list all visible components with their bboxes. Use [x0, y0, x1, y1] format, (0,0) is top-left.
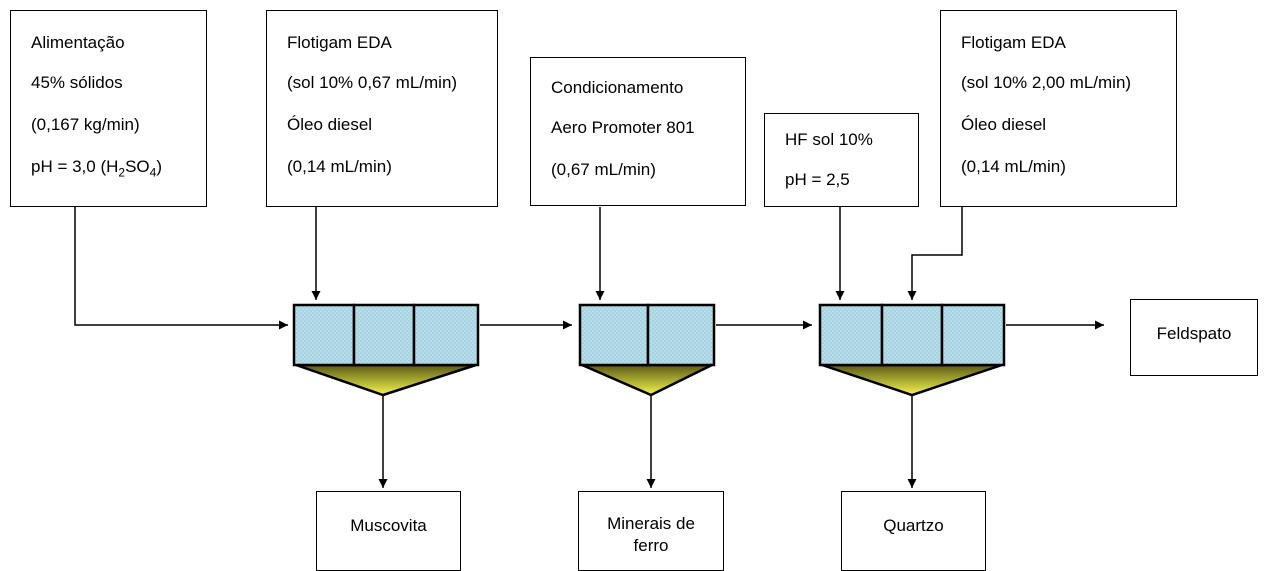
- conditioning-box: Condicionamento Aero Promoter 801 (0,67 …: [530, 57, 746, 206]
- conditioning-reagent: Aero Promoter 801: [551, 118, 695, 137]
- flotation-bank-2: [578, 303, 716, 397]
- feed-rate: (0,167 kg/min): [31, 115, 140, 134]
- reagent1-collector-rate: (sol 10% 0,67 mL/min): [287, 73, 458, 92]
- feed-line: [74, 207, 288, 330]
- hf-box: HF sol 10% pH = 2,5: [764, 113, 919, 207]
- iron-minerals-box: Minerais de ferro: [578, 491, 724, 571]
- conditioning-label: Condicionamento: [551, 78, 684, 97]
- feed-solids: 45% sólidos: [31, 73, 123, 92]
- flotation-bank-1: [292, 303, 480, 397]
- reagent2-oil: Óleo diesel: [961, 115, 1047, 134]
- reagent2-collector: Flotigam EDA: [961, 33, 1066, 52]
- reagent1-collector: Flotigam EDA: [287, 33, 392, 52]
- quartzo-label: Quartzo: [883, 516, 944, 535]
- reagent2-arrow: [907, 207, 963, 300]
- reagent1-oil-rate: (0,14 mL/min): [287, 157, 392, 176]
- reagent2-collector-rate: (sol 10% 2,00 mL/min): [961, 73, 1132, 92]
- feldspato-box: Feldspato: [1130, 299, 1258, 376]
- hf-label: HF sol 10%: [785, 130, 873, 149]
- feed-ph: pH = 3,0 (H2SO4): [31, 157, 163, 180]
- muscovita-label: Muscovita: [350, 516, 427, 535]
- conditioning-rate: (0,67 mL/min): [551, 160, 656, 179]
- hf-ph: pH = 2,5: [785, 170, 850, 189]
- reagent1-oil: Óleo diesel: [287, 115, 373, 134]
- feed-label: Alimentação: [31, 33, 125, 52]
- iron-minerals-label-2: ferro: [633, 536, 669, 555]
- reagent2-oil-rate: (0,14 mL/min): [961, 157, 1066, 176]
- feed-box: Alimentação 45% sólidos (0,167 kg/min) p…: [10, 10, 207, 207]
- reagent-box-2: Flotigam EDA (sol 10% 2,00 mL/min) Óleo …: [940, 10, 1177, 207]
- reagent-box-1: Flotigam EDA (sol 10% 0,67 mL/min) Óleo …: [266, 10, 498, 207]
- flotation-bank-3: [818, 303, 1006, 397]
- iron-minerals-label-1: Minerais de: [607, 514, 695, 533]
- muscovita-box: Muscovita: [316, 491, 461, 571]
- feldspato-label: Feldspato: [1156, 324, 1232, 343]
